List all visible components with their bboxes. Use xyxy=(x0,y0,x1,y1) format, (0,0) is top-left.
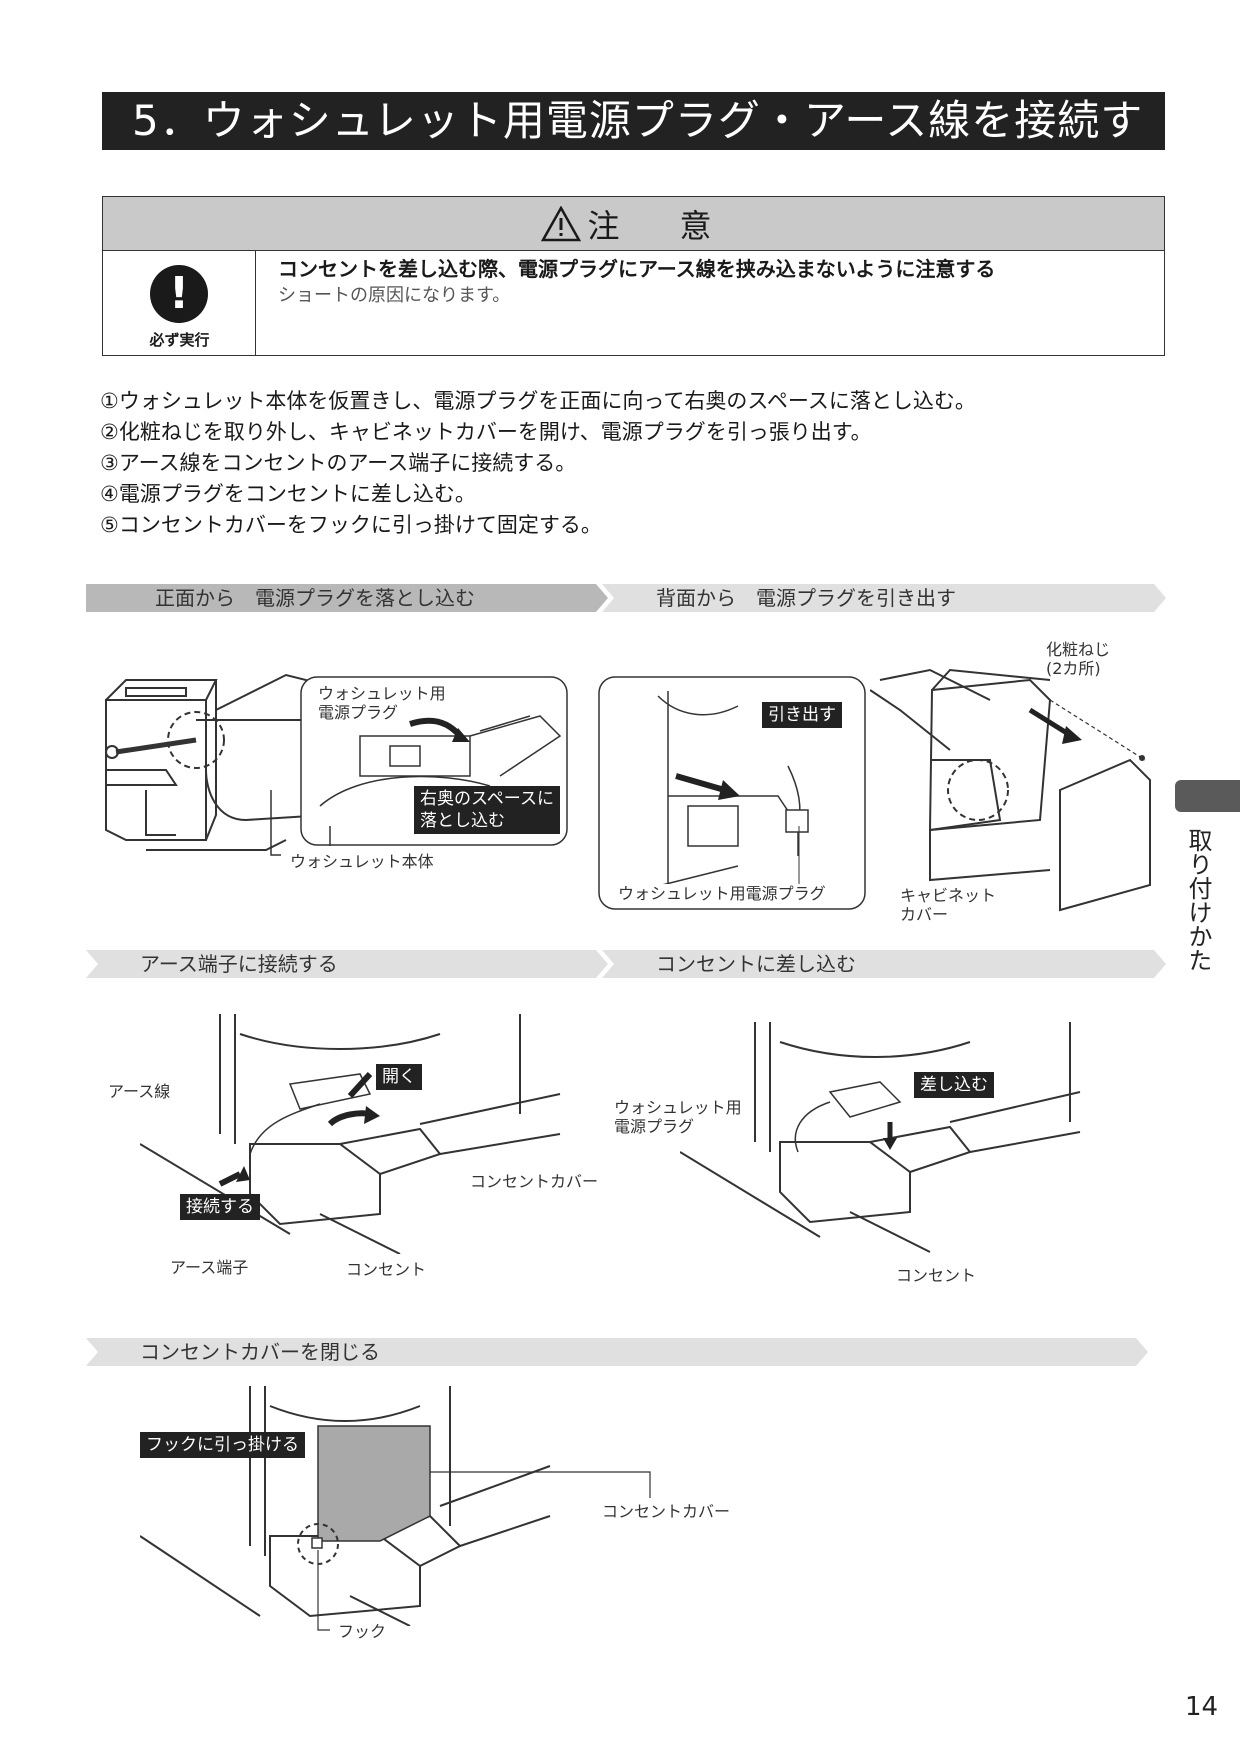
back-detail-callout xyxy=(598,676,866,910)
plugin-illustration xyxy=(680,1022,1081,1253)
close-leader-lines xyxy=(317,1471,651,1631)
back-illustration xyxy=(870,668,1151,912)
step-list: ①ウォシュレット本体を仮置きし、電源プラグを正面に向って右奥のスペースに落とし込… xyxy=(100,386,976,541)
step-item: ④電源プラグをコンセントに差し込む。 xyxy=(100,482,476,506)
step-item: ③アース線をコンセントのアース端子に接続する。 xyxy=(100,451,577,475)
banner-shape-row3 xyxy=(86,1338,1148,1366)
earth-wire-label: アース線 xyxy=(108,1082,171,1101)
earth-outlet-label: コンセント xyxy=(346,1260,427,1279)
must-do-label: 必ず実行 xyxy=(149,331,210,349)
back-plug-label: ウォシュレット用電源プラグ xyxy=(618,884,826,903)
step-item: ⑤コンセントカバーをフックに引っ掛けて固定する。 xyxy=(100,513,602,537)
front-drop-tag: 右奥のスペースに 落とし込む xyxy=(414,786,560,834)
side-tab-label: 取り付けかた xyxy=(1184,828,1212,972)
front-illustration xyxy=(105,673,392,856)
earth-connect-tag: 接続する xyxy=(180,1194,260,1220)
close-hook-tag: フックに引っ掛ける xyxy=(140,1432,305,1458)
caution-icon-cell: ! 必ず実行 xyxy=(103,251,256,355)
front-body-label: ウォシュレット本体 xyxy=(290,852,434,871)
back-screw-label: 化粧ねじ (2カ所) xyxy=(1046,640,1111,678)
caution-heading: 注 意 xyxy=(587,206,726,245)
earth-open-tag: 開く xyxy=(376,1064,422,1090)
caution-main-text: コンセントを差し込む際、電源プラグにアース線を挟み込まないように注意する xyxy=(278,257,996,281)
back-cover-label: キャビネット カバー xyxy=(900,886,997,924)
step-item: ②化粧ねじを取り外し、キャビネットカバーを開け、電源プラグを引っ張り出す。 xyxy=(100,420,872,444)
close-illustration xyxy=(140,1386,551,1626)
banner-shapes-row2 xyxy=(86,950,1166,978)
plugin-plug-label: ウォシュレット用 電源プラグ xyxy=(614,1098,742,1136)
side-tab-bar xyxy=(1175,780,1240,812)
earth-illustration xyxy=(140,1014,561,1254)
page-number: 14 xyxy=(1185,1692,1219,1722)
exclamation-icon: ! xyxy=(150,265,208,323)
close-hook-label: フック xyxy=(338,1622,387,1641)
earth-terminal-label: アース端子 xyxy=(170,1258,249,1277)
plugin-outlet-label: コンセント xyxy=(896,1266,977,1285)
warning-triangle-icon xyxy=(541,205,582,241)
caution-sub-text: ショートの原因になります。 xyxy=(278,285,511,306)
earth-cover-label: コンセントカバー xyxy=(470,1172,599,1191)
page-title: 5．ウォシュレット用電源プラグ・アース線を接続する xyxy=(102,92,1165,203)
close-cover-label: コンセントカバー xyxy=(602,1502,731,1521)
back-pull-tag: 引き出す xyxy=(762,702,842,728)
banner-shapes-row1 xyxy=(86,584,1166,612)
front-plug-label: ウォシュレット用 電源プラグ xyxy=(318,684,446,722)
plugin-insert-tag: 差し込む xyxy=(914,1072,994,1098)
caution-header: 注 意 xyxy=(103,197,1164,251)
caution-box: 注 意 ! 必ず実行 コンセントを差し込む際、電源プラグにアース線を挟み込まない… xyxy=(102,196,1165,356)
step-item: ①ウォシュレット本体を仮置きし、電源プラグを正面に向って右奥のスペースに落とし込… xyxy=(100,389,976,413)
